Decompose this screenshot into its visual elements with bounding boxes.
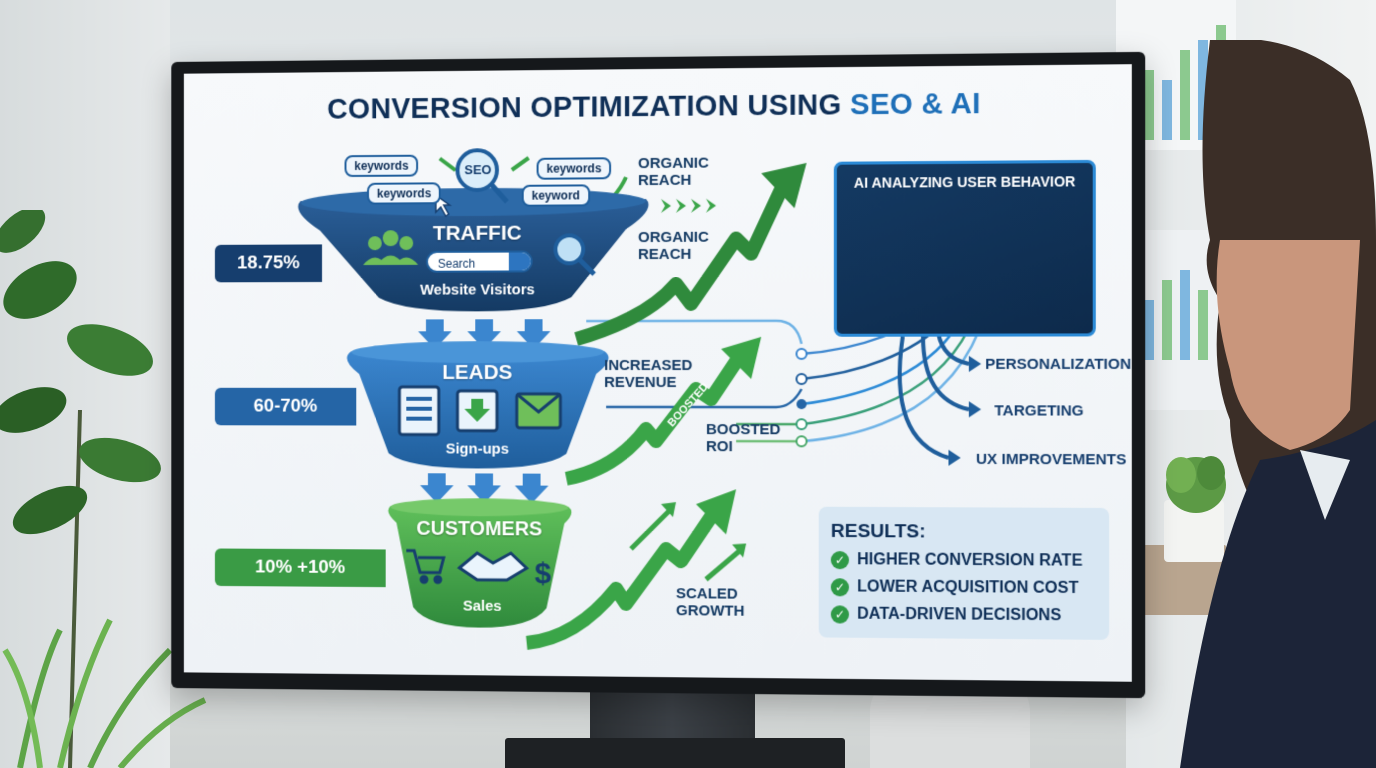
traffic-title: TRAFFIC bbox=[394, 221, 562, 246]
results-box: RESULTS: ✓ HIGHER CONVERSION RATE ✓ LOWE… bbox=[819, 507, 1109, 640]
keyword-tag: keywords bbox=[367, 182, 441, 204]
seo-badge: SEO bbox=[464, 162, 491, 177]
organic-reach-label-1: ORGANIC REACH bbox=[638, 154, 728, 189]
connector-nodes bbox=[796, 349, 806, 446]
title-main: CONVERSION OPTIMIZATION USING bbox=[327, 89, 850, 126]
email-icon bbox=[517, 394, 561, 428]
search-button bbox=[509, 252, 531, 270]
result-item: ✓ HIGHER CONVERSION RATE bbox=[831, 551, 1083, 571]
monitor: $ bbox=[171, 52, 1145, 698]
monitor-stand-base bbox=[505, 738, 845, 768]
traffic-subtitle: Website Visitors bbox=[394, 281, 562, 298]
person-silhouette bbox=[1150, 40, 1376, 768]
result-text: LOWER ACQUISITION COST bbox=[857, 578, 1078, 598]
keyword-tag: keyword bbox=[522, 184, 590, 206]
result-text: DATA-DRIVEN DECISIONS bbox=[857, 606, 1061, 626]
search-placeholder: Search bbox=[438, 257, 475, 271]
search-input: Search bbox=[426, 250, 533, 272]
title-accent: SEO & AI bbox=[850, 88, 981, 121]
leads-subtitle: Sign-ups bbox=[408, 440, 546, 457]
check-icon: ✓ bbox=[831, 551, 849, 569]
keyword-tag: keywords bbox=[345, 155, 419, 177]
form-icon bbox=[399, 387, 438, 435]
chevron-arrows bbox=[661, 199, 716, 213]
ai-output-ux: UX IMPROVEMENTS bbox=[976, 451, 1126, 469]
organic-reach-label-2: ORGANIC REACH bbox=[638, 229, 728, 263]
traffic-percent: 18.75% bbox=[215, 244, 322, 282]
increased-revenue-label: INCREASED REVENUE bbox=[604, 357, 704, 391]
ai-analysis-panel: AI ANALYZING USER BEHAVIOR bbox=[834, 160, 1096, 337]
scaled-growth-label: SCALED GROWTH bbox=[676, 585, 756, 620]
customers-percent: 10% +10% bbox=[215, 548, 386, 587]
boosted-roi-label: BOOSTED ROI bbox=[706, 421, 786, 455]
result-item: ✓ DATA-DRIVEN DECISIONS bbox=[831, 605, 1061, 625]
result-text: HIGHER CONVERSION RATE bbox=[857, 551, 1082, 571]
leads-title: LEADS bbox=[408, 361, 546, 385]
monitor-screen: $ bbox=[184, 64, 1132, 682]
customers-subtitle: Sales bbox=[433, 597, 532, 615]
result-item: ✓ LOWER ACQUISITION COST bbox=[831, 578, 1079, 598]
check-icon: ✓ bbox=[831, 605, 849, 623]
download-icon bbox=[457, 391, 496, 431]
check-icon: ✓ bbox=[831, 578, 849, 596]
ai-panel-title: AI ANALYZING USER BEHAVIOR bbox=[837, 173, 1093, 191]
results-title: RESULTS: bbox=[831, 521, 926, 544]
dollar-icon: $ bbox=[535, 557, 552, 590]
customers-title: CUSTOMERS bbox=[400, 518, 558, 542]
keyword-tag: keywords bbox=[537, 157, 612, 179]
ai-output-personalization: PERSONALIZATION bbox=[985, 356, 1131, 373]
ai-output-targeting: TARGETING bbox=[994, 402, 1083, 419]
leads-percent: 60-70% bbox=[215, 388, 356, 426]
